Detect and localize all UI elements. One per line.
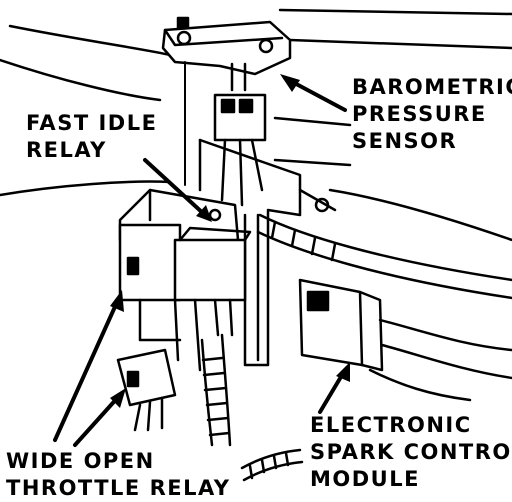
sensor-connector bbox=[213, 93, 267, 207]
relay-block-front bbox=[118, 223, 252, 372]
label-line: FAST IDLE bbox=[26, 111, 158, 135]
label-line: WIDE OPEN bbox=[6, 449, 155, 473]
mounting-bracket bbox=[198, 138, 337, 367]
coiled-wire-symbol bbox=[240, 448, 304, 482]
label-line: MODULE bbox=[310, 467, 420, 491]
label-line: PRESSURE bbox=[352, 102, 487, 126]
label-barometric-pressure-sensor: BAROMETRIC PRESSURE SENSOR bbox=[352, 74, 512, 155]
wire-harness-right bbox=[256, 213, 512, 300]
electronic-spark-control-module bbox=[298, 278, 512, 402]
barometric-pressure-sensor bbox=[161, 16, 292, 186]
label-fast-idle-relay: FAST IDLE RELAY bbox=[26, 110, 157, 164]
arrowheads bbox=[110, 74, 350, 408]
label-wide-open-throttle-relay: WIDE OPEN THROTTLE RELAY bbox=[6, 448, 230, 502]
label-line: SENSOR bbox=[352, 129, 458, 153]
label-electronic-spark-control-module: ELECTRONIC SPARK CONTROL MODULE bbox=[310, 412, 512, 493]
arrow-wot-upper bbox=[53, 298, 120, 442]
label-line: SPARK CONTROL bbox=[310, 440, 512, 464]
label-line: BAROMETRIC bbox=[352, 75, 512, 99]
wire-harness-vertical bbox=[200, 333, 232, 447]
label-line: ELECTRONIC bbox=[310, 413, 472, 437]
arrow-wot-lower bbox=[73, 393, 122, 447]
label-line: THROTTLE RELAY bbox=[6, 476, 231, 500]
label-line: RELAY bbox=[26, 138, 107, 162]
arrow-fast-idle bbox=[143, 158, 207, 217]
relay-connector-plug bbox=[116, 348, 177, 432]
firewall-panel-lines bbox=[0, 8, 512, 242]
